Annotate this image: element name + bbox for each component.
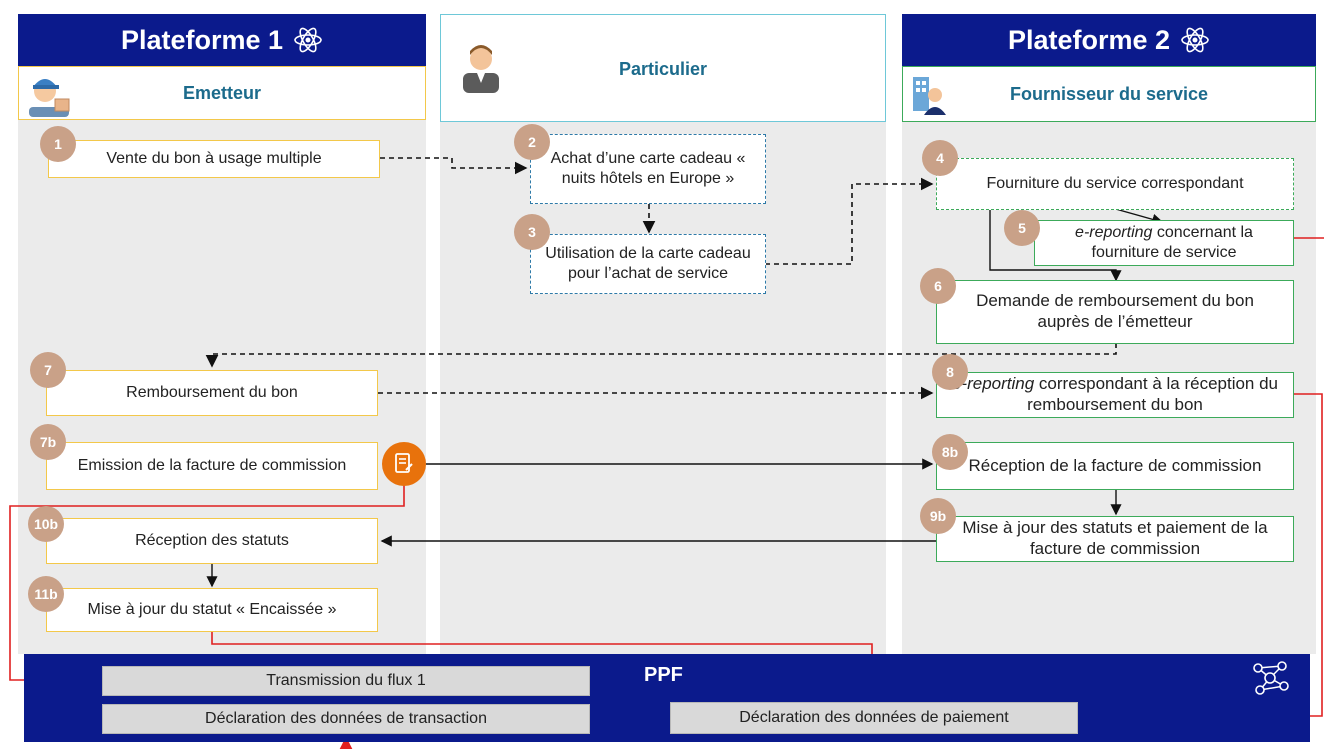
step-7b-text: Emission de la facture de commission xyxy=(77,457,347,475)
atom-icon xyxy=(294,27,322,53)
step-10b-badge: 10b xyxy=(28,506,64,542)
step-7b-badge: 7b xyxy=(30,424,66,460)
step-6-text: Demande de remboursement du bon auprès d… xyxy=(976,291,1254,331)
step-8-italic: e-reporting xyxy=(951,374,1035,394)
particulier-title: Particulier xyxy=(618,59,708,79)
step-2-box: Achat d’une carte cadeau « nuits hôtels … xyxy=(530,134,766,204)
step-8-text: e-reporting correspondant à la réception… xyxy=(949,374,1281,415)
step-4-badge: 4 xyxy=(922,140,958,176)
step-8b-badge: 8b xyxy=(932,434,968,470)
ppf-title: PPF xyxy=(644,664,683,686)
step-4-box: Fourniture du service correspondant xyxy=(936,158,1294,210)
step-10b-text: Réception des statuts xyxy=(135,532,289,550)
building-person-icon xyxy=(913,77,946,115)
step-6-box: Demande de remboursement du bon auprès d… xyxy=(936,280,1294,344)
step-1-badge: 1 xyxy=(40,126,76,162)
step-9b-box: Mise à jour des statuts et paiement de l… xyxy=(936,516,1294,562)
step-5-rest: concernant la fourniture de service xyxy=(1091,224,1253,261)
step-3-text: Utilisation de la carte cadeau pour l’ac… xyxy=(545,245,751,282)
ppf-transaction-box: Déclaration des données de transaction xyxy=(102,704,590,734)
step-8b-text: Réception de la facture de commission xyxy=(968,455,1262,475)
step-3-badge: 3 xyxy=(514,214,550,250)
step-7-badge: 7 xyxy=(30,352,66,388)
step-7b-box: Emission de la facture de commission xyxy=(46,442,378,490)
step-11b-badge: 11b xyxy=(28,576,64,612)
step-5-italic: e-reporting xyxy=(1075,224,1153,242)
platform1-title: Plateforme 1 xyxy=(120,24,284,55)
step-6-badge: 6 xyxy=(920,268,956,304)
step-11b-text: Mise à jour du statut « Encaissée » xyxy=(87,601,337,619)
platform2-header: Plateforme 2 xyxy=(902,14,1316,66)
step-1-box: Vente du bon à usage multiple xyxy=(48,140,380,178)
platform2-title: Plateforme 2 xyxy=(1007,24,1171,55)
step-7-text: Remboursement du bon xyxy=(126,384,298,402)
ppf-transmission-box: Transmission du flux 1 xyxy=(102,666,590,696)
step-2-text: Achat d’une carte cadeau « nuits hôtels … xyxy=(550,150,746,187)
step-8b-box: Réception de la facture de commission xyxy=(936,442,1294,490)
step-8-rest: correspondant à la réception du rembours… xyxy=(1027,374,1279,414)
step-3-box: Utilisation de la carte cadeau pour l’ac… xyxy=(530,234,766,294)
step-5-text: e-reporting concernant la fourniture de … xyxy=(1047,223,1281,262)
step-1-text: Vente du bon à usage multiple xyxy=(106,150,322,168)
platform1-header: Plateforme 1 xyxy=(18,14,426,66)
invoice-icon xyxy=(382,442,426,486)
step-10b-box: Réception des statuts xyxy=(46,518,378,564)
platform1-role-bar: Emetteur xyxy=(18,66,426,120)
step-7-box: Remboursement du bon xyxy=(46,370,378,416)
step-8-box: e-reporting correspondant à la réception… xyxy=(936,372,1294,418)
network-icon xyxy=(1253,661,1289,695)
ppf-payment-box: Déclaration des données de paiement xyxy=(670,702,1078,734)
platform2-role-bar: Fournisseur du service xyxy=(902,66,1316,122)
worker-avatar-icon xyxy=(29,79,70,117)
step-4-text: Fourniture du service correspondant xyxy=(986,175,1244,193)
step-11b-box: Mise à jour du statut « Encaissée » xyxy=(46,588,378,632)
step-9b-text: Mise à jour des statuts et paiement de l… xyxy=(962,518,1268,558)
step-5-box: e-reporting concernant la fourniture de … xyxy=(1034,220,1294,266)
platform1-role: Emetteur xyxy=(182,82,262,103)
atom-icon xyxy=(1181,27,1209,53)
step-5-badge: 5 xyxy=(1004,210,1040,246)
platform2-role: Fournisseur du service xyxy=(1009,83,1209,104)
step-2-badge: 2 xyxy=(514,124,550,160)
step-8-badge: 8 xyxy=(932,354,968,390)
step-9b-badge: 9b xyxy=(920,498,956,534)
particulier-header: Particulier xyxy=(440,14,886,122)
person-avatar-icon xyxy=(463,45,499,93)
